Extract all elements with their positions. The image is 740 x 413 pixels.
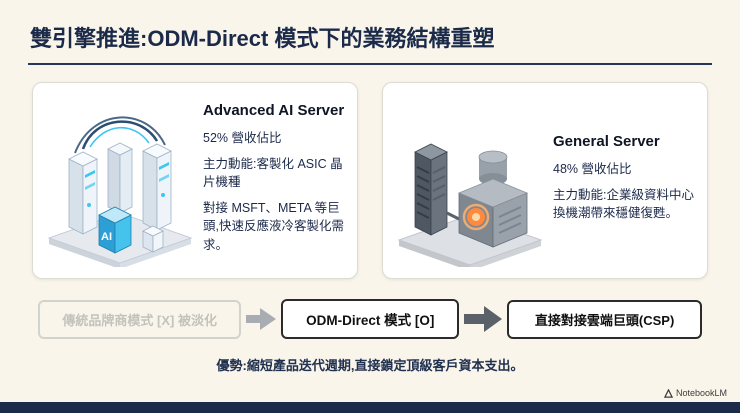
card-heading: General Server <box>553 133 660 151</box>
title-underline <box>28 63 712 66</box>
server-cards: AI Advanced AI Server 52% 營收佔比 主力動能:客製化 … <box>32 82 708 280</box>
flow-diagram: 傳統品牌商模式 [X] 被淡化 ODM-Direct 模式 [O] 直接對接雲端… <box>38 299 703 340</box>
notebooklm-logo-icon <box>663 388 673 398</box>
bottom-bar <box>0 402 740 413</box>
ai-server-illustration: AI <box>45 95 195 269</box>
legacy-brand-model-box: 傳統品牌商模式 [X] 被淡化 <box>38 299 242 339</box>
watermark: NotebookLM <box>663 388 727 398</box>
ai-chip-label: AI <box>101 231 112 243</box>
general-server-card: General Server 48% 營收佔比 主力動能:企業級資料中心換機潮帶… <box>382 82 708 280</box>
detail-text: 對接 MSFT、META 等巨頭,快速反應液冷客製化需求。 <box>203 201 344 252</box>
driver-text: 主力動能:客製化 ASIC 晶片機種 <box>203 157 343 190</box>
page-title: 雙引擎推進:ODM-Direct 模式下的業務結構重塑 <box>30 26 495 51</box>
arrow-right-icon <box>246 308 277 331</box>
revenue-share: 52% 營收佔比 <box>203 130 282 145</box>
driver-text: 主力動能:企業級資料中心換機潮帶來穩健復甦。 <box>553 188 694 221</box>
arrow-right-icon <box>464 306 503 333</box>
general-server-text: General Server 48% 營收佔比 主力動能:企業級資料中心換機潮帶… <box>553 131 695 230</box>
advanced-ai-server-card: AI Advanced AI Server 52% 營收佔比 主力動能:客製化 … <box>32 82 358 280</box>
ai-server-graphic: AI <box>47 116 193 269</box>
watermark-label: NotebookLM <box>675 388 727 398</box>
advantage-note: 優勢:縮短產品迭代週期,直接鎖定頂級客戶資本支出。 <box>216 358 524 374</box>
general-server-illustration <box>395 95 545 271</box>
odm-direct-model-box: ODM-Direct 模式 [O] <box>281 299 460 340</box>
general-server-graphic <box>397 143 543 271</box>
csp-target-box: 直接對接雲端巨頭(CSP) <box>507 299 703 339</box>
card-heading: Advanced AI Server <box>203 102 345 120</box>
revenue-share: 48% 營收佔比 <box>553 162 632 177</box>
advanced-ai-server-text: Advanced AI Server 52% 營收佔比 主力動能:客製化 ASI… <box>203 100 345 262</box>
